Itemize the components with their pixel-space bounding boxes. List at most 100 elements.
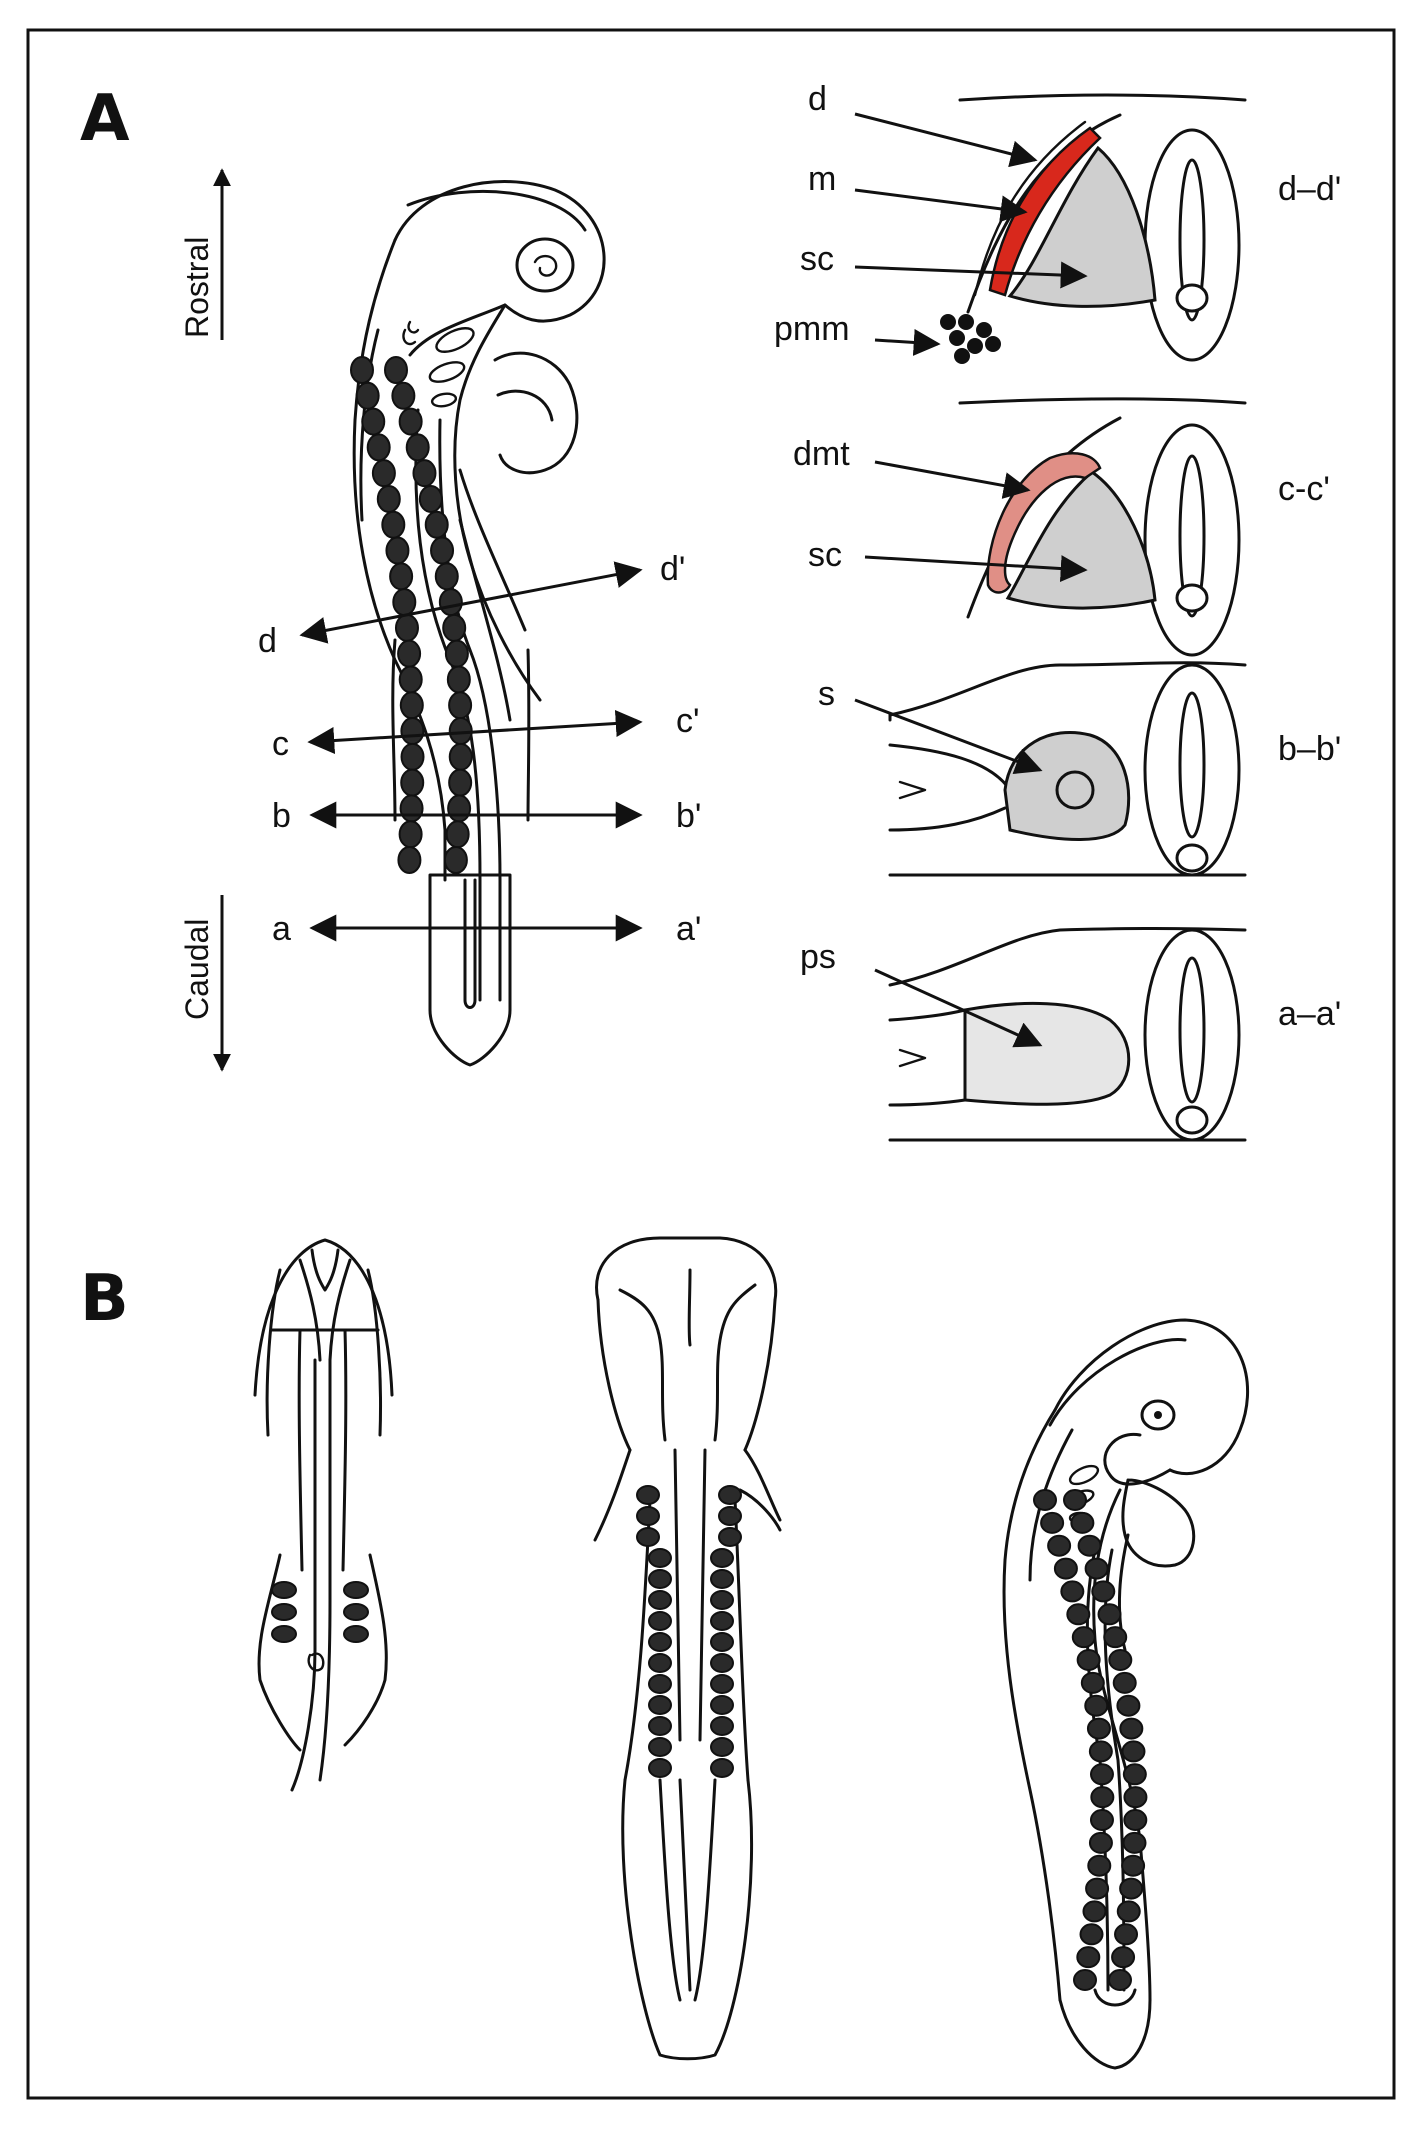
somite	[718, 1527, 742, 1547]
somite	[1066, 1603, 1091, 1626]
somite	[648, 1674, 672, 1694]
panel-a-letter: A	[80, 82, 130, 156]
section-b-left-label: b	[272, 797, 291, 835]
cross-section-b: s b–b'	[818, 661, 1341, 877]
somite	[398, 665, 423, 694]
somite	[385, 536, 410, 565]
somite	[412, 459, 437, 488]
somite	[1103, 1626, 1128, 1649]
somite	[397, 639, 422, 668]
embryo-lateral-view	[350, 180, 606, 1067]
somite	[1084, 1557, 1109, 1580]
somite	[1116, 1694, 1141, 1717]
panel-a: A Rostral Caudal	[80, 80, 1341, 1142]
section-a-left-label: a	[272, 910, 291, 948]
somite	[648, 1695, 672, 1715]
somite	[710, 1737, 734, 1757]
somite	[381, 510, 406, 539]
somite	[399, 691, 424, 720]
somite	[1082, 1900, 1107, 1923]
somite	[1071, 1626, 1096, 1649]
somite	[1088, 1740, 1113, 1763]
somite	[1080, 1671, 1105, 1694]
somite	[1047, 1534, 1072, 1557]
somite	[648, 1737, 672, 1757]
somite-column-middle	[636, 1485, 742, 1778]
section-d-left-label: d	[258, 622, 277, 660]
somite	[1111, 1946, 1136, 1969]
cross-section-a: ps a–a'	[800, 927, 1341, 1142]
embryo-middle-stage	[593, 1236, 782, 2061]
section-b-right-label: b'	[676, 797, 701, 835]
somite	[710, 1611, 734, 1631]
somite	[648, 1548, 672, 1568]
somite	[400, 768, 425, 797]
cross-section-d: d m sc pmm d–d'	[774, 80, 1341, 364]
section-c-right-label: c'	[676, 702, 700, 740]
somite	[710, 1590, 734, 1610]
label-d: d	[808, 80, 827, 118]
somite	[710, 1758, 734, 1778]
caudal-indicator: Caudal	[179, 895, 231, 1072]
somite	[1112, 1671, 1137, 1694]
somite	[384, 356, 408, 384]
somite	[1089, 1809, 1114, 1831]
somite	[648, 1716, 672, 1736]
somite	[271, 1581, 297, 1599]
somite	[438, 588, 463, 617]
label-sc-d: sc	[800, 240, 834, 278]
somite	[1108, 1969, 1132, 1991]
somite	[398, 407, 423, 436]
section-id-c: c-c'	[1278, 470, 1330, 508]
somite	[1097, 1603, 1122, 1626]
somite	[444, 639, 469, 668]
somite	[710, 1632, 734, 1652]
somite-pairs-early	[271, 1581, 369, 1643]
somite	[446, 665, 471, 694]
somite	[710, 1548, 734, 1568]
somite	[394, 613, 419, 642]
somite	[391, 381, 416, 410]
somite	[445, 820, 470, 849]
somite	[1122, 1763, 1147, 1786]
somite	[648, 1590, 672, 1610]
somite	[366, 433, 391, 462]
somite	[648, 1632, 672, 1652]
label-m: m	[808, 160, 836, 198]
somite	[1089, 1763, 1114, 1786]
somite	[1033, 1489, 1057, 1511]
somite	[389, 562, 414, 591]
somite	[718, 1506, 742, 1526]
somite	[1085, 1877, 1110, 1900]
somite	[648, 1569, 672, 1589]
somite	[710, 1653, 734, 1673]
somite	[1123, 1809, 1148, 1831]
rostral-label: Rostral	[179, 237, 215, 338]
somite	[398, 820, 423, 849]
somite	[1079, 1923, 1104, 1946]
somite	[1060, 1580, 1085, 1603]
somite	[371, 459, 396, 488]
somite	[355, 381, 380, 410]
somite	[392, 588, 417, 617]
somite	[1090, 1786, 1115, 1809]
somite	[710, 1716, 734, 1736]
somite	[448, 768, 473, 797]
cross-section-c: dmt sc c-c'	[793, 397, 1330, 657]
label-dmt: dmt	[793, 435, 850, 473]
section-line-c	[307, 709, 643, 755]
somite	[1091, 1580, 1116, 1603]
somite-column-a	[350, 356, 473, 874]
somite	[1116, 1900, 1141, 1923]
somite	[448, 742, 473, 771]
somite	[424, 510, 449, 539]
somite	[636, 1506, 660, 1526]
somite	[648, 1611, 672, 1631]
somite	[1087, 1854, 1112, 1877]
rostral-indicator: Rostral	[179, 168, 231, 340]
somite	[343, 1581, 369, 1599]
section-line-d	[299, 561, 643, 644]
somite	[343, 1625, 369, 1643]
somite	[710, 1695, 734, 1715]
